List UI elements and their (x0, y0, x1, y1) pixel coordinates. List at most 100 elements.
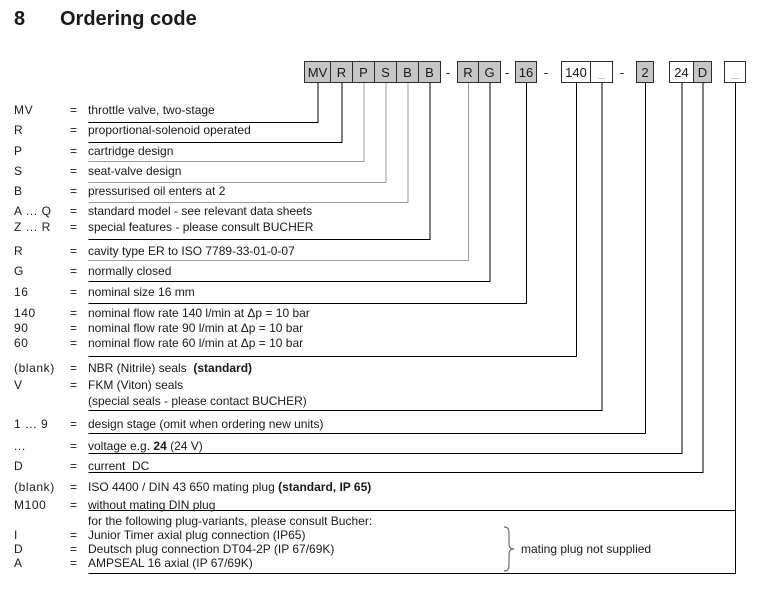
legend-row: 140=nominal flow rate 140 l/min at Δp = … (0, 305, 763, 321)
legend-row-description: throttle valve, two-stage (88, 102, 215, 118)
description-part: proportional-solenoid operated (88, 123, 251, 137)
legend-row-code: D (14, 459, 24, 473)
equals-sign: = (70, 285, 78, 299)
equals-sign: = (70, 361, 78, 375)
legend-row-code: (blank) (14, 480, 55, 494)
description-part: Junior Timer axial plug connection (IP65… (88, 528, 306, 542)
legend-row: R=proportional-solenoid operated (0, 122, 763, 138)
description-part: (standard) (193, 361, 253, 375)
legend-row: 90=nominal flow rate 90 l/min at Δp = 10… (0, 320, 763, 336)
legend-row-description: voltage e.g. 24 (24 V) (88, 438, 203, 454)
legend-row-code: R (14, 244, 24, 258)
legend-row: (special seals - please contact BUCHER) (0, 393, 763, 409)
description-part: design stage (omit when ordering new uni… (88, 417, 324, 431)
equals-sign: = (70, 459, 78, 473)
legend-row: R = cavity type ER to ISO 7789-33-01-0-07 (0, 243, 763, 259)
legend-row-code: G (14, 264, 24, 278)
code-box-16: 16 (515, 61, 537, 83)
legend-row-description: Junior Timer axial plug connection (IP65… (88, 527, 305, 543)
brace-note: mating plug not supplied (521, 542, 652, 556)
legend-row-code: 16 (14, 285, 29, 299)
legend-row: G = normally closed (0, 263, 763, 279)
legend-row-description: design stage (omit when ordering new uni… (88, 416, 323, 432)
legend-row-description: proportional-solenoid operated (88, 122, 251, 138)
legend-row: (blank)=ISO 4400 / DIN 43 650 mating plu… (0, 479, 763, 495)
description-part: AMPSEAL 16 axial (IP 67/69K) (88, 556, 253, 570)
equals-sign: = (70, 556, 78, 570)
description-part: cartridge design (88, 144, 174, 158)
legend-row-code: P (14, 144, 23, 158)
equals-sign: = (70, 336, 78, 350)
code-box-140: 140 (561, 61, 591, 83)
equals-sign: = (70, 264, 78, 278)
code-separator: - (619, 64, 625, 80)
description-part: FKM (Viton) seals (88, 378, 184, 392)
legend-row-description: for the following plug-variants, please … (88, 513, 372, 529)
description-part: ISO 4400 / DIN 43 650 mating plug (88, 480, 279, 494)
code-box-d: D (693, 61, 712, 83)
code-box-2: 2 (636, 61, 654, 83)
legend-row: (blank)=NBR (Nitrile) seals (standard) (0, 360, 763, 376)
section-number: 8 (14, 8, 26, 30)
legend-row-code: ... (14, 439, 26, 453)
legend-row-code: Z ... R (14, 220, 51, 234)
legend-row-code: 90 (14, 321, 29, 335)
description-part: standard model - see relevant data sheet… (88, 204, 313, 218)
legend-row: 1 ... 9=design stage (omit when ordering… (0, 416, 763, 432)
description-part: throttle valve, two-stage (88, 103, 215, 117)
description-part: nominal size 16 mm (88, 285, 195, 299)
equals-sign: = (70, 204, 78, 218)
equals-sign: = (70, 103, 78, 117)
description-part: current DC (88, 459, 150, 473)
legend-row-description: (special seals - please contact BUCHER) (88, 393, 307, 409)
equals-sign: = (70, 244, 78, 258)
equals-sign: = (70, 123, 78, 137)
legend-row-description: special features - please consult BUCHER (88, 219, 313, 235)
legend-row-description: nominal flow rate 90 l/min at Δp = 10 ba… (88, 320, 303, 336)
legend-row-code: B (14, 184, 23, 198)
description-part: (special seals - please contact BUCHER) (88, 394, 307, 408)
legend-row-description: seat-valve design (88, 163, 181, 179)
legend-row-description: NBR (Nitrile) seals (standard) (88, 360, 252, 376)
description-part: Deutsch plug connection DT04-2P (IP 67/6… (88, 542, 335, 556)
equals-sign: = (70, 306, 78, 320)
legend-row-description: ISO 4400 / DIN 43 650 mating plug (stand… (88, 479, 371, 495)
legend-row: S=seat-valve design (0, 163, 763, 179)
code-box-b: B (418, 61, 441, 83)
code-box-r: R (457, 61, 479, 83)
legend-row: D = current DC (0, 458, 763, 474)
description-part: for the following plug-variants, please … (88, 514, 373, 528)
legend-row-code: S (14, 164, 23, 178)
legend-row-description: AMPSEAL 16 axial (IP 67/69K) (88, 555, 253, 571)
equals-sign: = (70, 498, 78, 512)
description-part: seat-valve design (88, 164, 182, 178)
legend-row-code: A (14, 556, 23, 570)
description-part: voltage e.g. (88, 439, 154, 453)
description-part: 24 (153, 439, 167, 453)
legend-row: A = AMPSEAL 16 axial (IP 67/69K) (0, 555, 763, 571)
description-part: without mating DIN plug (88, 498, 216, 512)
description-part: pressurised oil enters at 2 (88, 184, 226, 198)
legend-row-description: normally closed (88, 263, 171, 279)
equals-sign: = (70, 417, 78, 431)
legend-row-code: V (14, 378, 23, 392)
legend-row-description: nominal flow rate 60 l/min at Δp = 10 ba… (88, 335, 303, 351)
equals-sign: = (70, 378, 78, 392)
legend-row: D=Deutsch plug connection DT04-2P (IP 67… (0, 541, 763, 557)
code-box-mv: MV (304, 61, 331, 83)
description-part: special features - please consult BUCHER (88, 220, 314, 234)
description-part: cavity type ER to ISO 7789-33-01-0-07 (88, 244, 295, 258)
legend-row-description: Deutsch plug connection DT04-2P (IP 67/6… (88, 541, 334, 557)
description-part: nominal flow rate 90 l/min at Δp = 10 ba… (88, 321, 304, 335)
legend-row: I=Junior Timer axial plug connection (IP… (0, 527, 763, 543)
code-separator: - (445, 64, 451, 80)
legend-row: A ... Q=standard model - see relevant da… (0, 203, 763, 219)
legend-row: P=cartridge design (0, 143, 763, 159)
equals-sign: = (70, 220, 78, 234)
legend-row-description: nominal flow rate 140 l/min at Δp = 10 b… (88, 305, 310, 321)
legend-row-description: cavity type ER to ISO 7789-33-01-0-07 (88, 243, 295, 259)
code-box-g: G (478, 61, 501, 83)
description-part: nominal flow rate 60 l/min at Δp = 10 ba… (88, 336, 304, 350)
description-part: (24 V) (166, 439, 203, 453)
